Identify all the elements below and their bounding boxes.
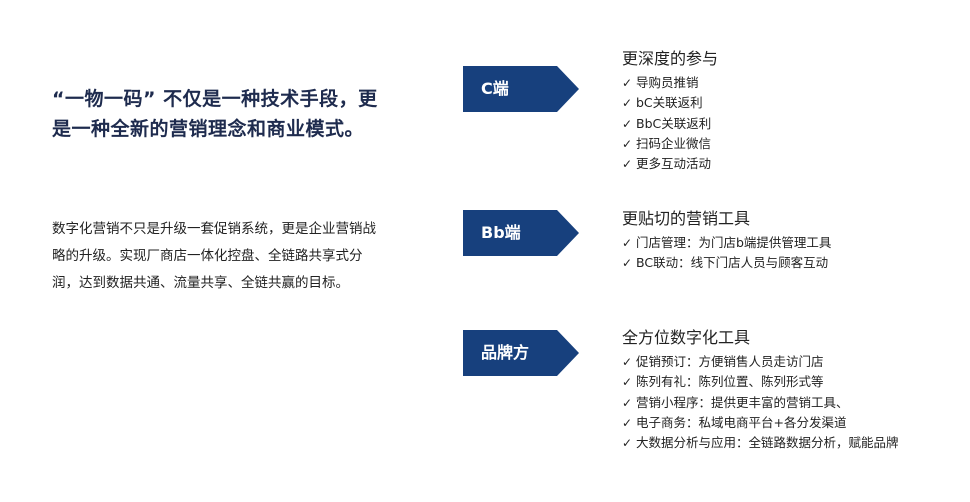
tag-c-end: C端 — [463, 66, 579, 112]
item-text: bC关联返利 — [636, 95, 703, 111]
item-text: 大数据分析与应用：全链路数据分析，赋能品牌 — [636, 435, 899, 451]
body-paragraph: 数字化营销不只是升级一套促销系统，更是企业营销战略的升级。实现厂商店一体化控盘、… — [52, 221, 376, 291]
item-text: 门店管理：为门店b端提供管理工具 — [636, 235, 832, 250]
check-icon: ✓ — [622, 116, 633, 131]
check-icon: ✓ — [622, 355, 633, 369]
list-item: ✓陈列有礼：陈列位置、陈列形式等 — [622, 372, 952, 392]
item-text: 电子商务：私域电商平台+各分发渠道 — [636, 414, 847, 430]
tag-brand: 品牌方 — [463, 330, 579, 376]
item-text: 扫码企业微信 — [636, 135, 712, 151]
list-item: ✓bC关联返利 — [622, 93, 952, 113]
item-text: 更多互动活动 — [636, 156, 712, 172]
check-icon: ✓ — [622, 436, 633, 451]
list-item: ✓电子商务：私域电商平台+各分发渠道 — [622, 413, 952, 433]
tag-label: Bb端 — [481, 223, 521, 242]
section-title: 更贴切的营销工具 — [622, 209, 751, 228]
check-icon: ✓ — [622, 236, 633, 250]
list-item: ✓扫码企业微信 — [622, 134, 952, 154]
list-item: ✓门店管理：为门店b端提供管理工具 — [622, 233, 952, 253]
check-icon: ✓ — [622, 96, 633, 111]
arrow-tag-shape — [463, 66, 579, 112]
headline: “一物一码” 不仅是一种技术手段，更是一种全新的营销理念和商业模式。 — [52, 88, 378, 140]
list-item: ✓大数据分析与应用：全链路数据分析，赋能品牌 — [622, 433, 952, 453]
list-item: ✓导购员推销 — [622, 73, 952, 93]
check-icon: ✓ — [622, 375, 633, 390]
list-item: ✓BC联动：线下门店人员与顾客互动 — [622, 253, 952, 273]
item-text: BC联动：线下门店人员与顾客互动 — [636, 255, 829, 271]
item-text: 营销小程序：提供更丰富的营销工具、 — [636, 394, 849, 410]
check-icon: ✓ — [622, 395, 633, 410]
check-icon: ✓ — [622, 415, 633, 430]
section-title: 更深度的参与 — [622, 49, 719, 68]
tag-label: C端 — [481, 79, 509, 98]
section-bb-end: 更贴切的营销工具 ✓门店管理：为门店b端提供管理工具 ✓BC联动：线下门店人员与… — [622, 208, 952, 274]
list-item: ✓更多互动活动 — [622, 154, 952, 174]
tag-label: 品牌方 — [481, 343, 530, 362]
arrow-tag-shape — [463, 330, 579, 376]
list-item: ✓BbC关联返利 — [622, 114, 952, 134]
arrow-tag-shape — [463, 210, 579, 256]
check-icon: ✓ — [622, 157, 633, 172]
check-icon: ✓ — [622, 136, 633, 151]
item-text: 导购员推销 — [636, 75, 699, 90]
list-item: ✓促销预订：方便销售人员走访门店 — [622, 352, 952, 372]
item-text: BbC关联返利 — [636, 115, 712, 131]
check-icon: ✓ — [622, 76, 633, 90]
section-title: 全方位数字化工具 — [622, 328, 751, 347]
item-text: 促销预订：方便销售人员走访门店 — [636, 354, 824, 369]
section-brand: 全方位数字化工具 ✓促销预订：方便销售人员走访门店 ✓陈列有礼：陈列位置、陈列形… — [622, 327, 952, 453]
item-text: 陈列有礼：陈列位置、陈列形式等 — [636, 374, 824, 390]
check-icon: ✓ — [622, 256, 633, 271]
list-item: ✓营销小程序：提供更丰富的营销工具、 — [622, 393, 952, 413]
section-c-end: 更深度的参与 ✓导购员推销 ✓bC关联返利 ✓BbC关联返利 ✓扫码企业微信 ✓… — [622, 48, 952, 174]
tag-bb-end: Bb端 — [463, 210, 579, 256]
